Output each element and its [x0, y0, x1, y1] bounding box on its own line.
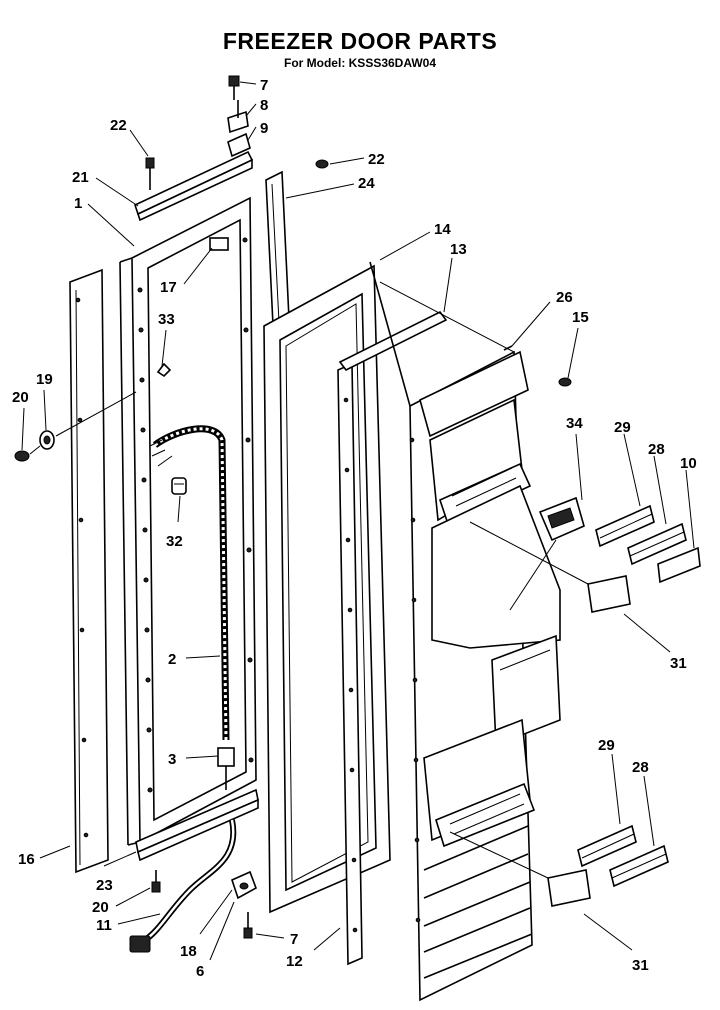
part-23-bottom-bracket	[135, 788, 259, 862]
callout-15: 15	[572, 309, 589, 326]
callout-18: 18	[180, 943, 197, 960]
part-9-hinge-plate	[227, 132, 251, 158]
upper-shelf-opening	[429, 398, 532, 526]
callout-1: 1	[74, 195, 82, 212]
part-21-top-bracket	[134, 150, 254, 222]
leader-lines	[21, 81, 695, 961]
callout-20-lower: 20	[92, 899, 109, 916]
callout-33: 33	[158, 311, 175, 328]
lower-shelf-opening	[423, 718, 536, 848]
callout-14: 14	[434, 221, 451, 238]
callout-32: 32	[166, 533, 183, 550]
callout-7-bottom: 7	[290, 931, 298, 948]
model-subtitle: For Model: KSSS36DAW04	[283, 56, 437, 70]
callout-22-left: 22	[110, 117, 127, 134]
callout-13: 13	[450, 241, 467, 258]
part-31-end-cap-lower	[449, 831, 591, 907]
callout-16: 16	[18, 851, 35, 868]
part-14-gasket	[263, 264, 391, 914]
callout-34: 34	[566, 415, 583, 432]
part-29-trim-upper	[595, 504, 655, 548]
callout-12: 12	[286, 953, 303, 970]
callout-19: 19	[36, 371, 53, 388]
part-29-trim-lower	[577, 824, 637, 868]
part-10-strip	[657, 546, 701, 584]
part-15-screw	[558, 377, 572, 387]
callout-11: 11	[96, 917, 112, 934]
callout-17: 17	[160, 279, 177, 296]
callout-2: 2	[168, 651, 176, 668]
part-18-lower-hinge	[231, 870, 257, 900]
part-22-screw-left	[145, 157, 155, 190]
callout-10: 10	[680, 455, 697, 472]
part-28-trim-upper	[627, 522, 687, 566]
part-28-trim-lower	[609, 844, 669, 888]
callout-3: 3	[168, 751, 176, 768]
part-3-connector	[217, 747, 235, 790]
part-13-top-strip	[338, 310, 448, 372]
callout-29-upper: 29	[614, 419, 631, 436]
callout-9: 9	[260, 120, 268, 137]
callout-8: 8	[260, 97, 268, 114]
dispenser-recess	[431, 484, 561, 747]
callout-21: 21	[72, 169, 89, 186]
callout-24: 24	[358, 175, 375, 192]
part-17-clip	[209, 237, 229, 251]
callout-20-upper: 20	[12, 389, 29, 406]
part-8-hinge-pin	[227, 100, 249, 134]
part-20-screw-lower	[151, 870, 161, 893]
part-26-top-cover	[503, 345, 513, 351]
part-2-wire-harness	[149, 425, 230, 741]
part-20-screw-upper	[14, 450, 30, 462]
callout-labels: 7 8 9 22 22 21 24 1 14 13 17 26 15 33 19…	[12, 77, 697, 980]
liner-ribs	[423, 825, 533, 979]
part-16-trim-strip	[69, 268, 109, 874]
part-1-outer-door	[119, 196, 257, 846]
callout-23: 23	[96, 877, 113, 894]
part-34-cup	[509, 496, 585, 611]
part-33-clip	[156, 362, 172, 378]
part-7-screw-top	[228, 75, 240, 100]
callout-29-lower: 29	[598, 737, 615, 754]
part-11-wire-lead	[129, 819, 237, 953]
callout-26: 26	[556, 289, 573, 306]
callout-28-upper: 28	[648, 441, 665, 458]
callout-22-right: 22	[368, 151, 385, 168]
part-32-plug	[171, 477, 187, 495]
callout-7-top: 7	[260, 77, 268, 94]
callout-28-lower: 28	[632, 759, 649, 776]
part-7-screw-bottom	[243, 912, 253, 939]
callout-6: 6	[196, 963, 204, 980]
callout-31-upper: 31	[670, 655, 687, 672]
page-title: FREEZER DOOR PARTS	[222, 28, 498, 54]
part-22-screw-right	[315, 159, 329, 169]
part-31-end-cap-upper	[469, 521, 631, 613]
part-19-bushing	[39, 430, 55, 450]
callout-31-lower: 31	[632, 957, 649, 974]
